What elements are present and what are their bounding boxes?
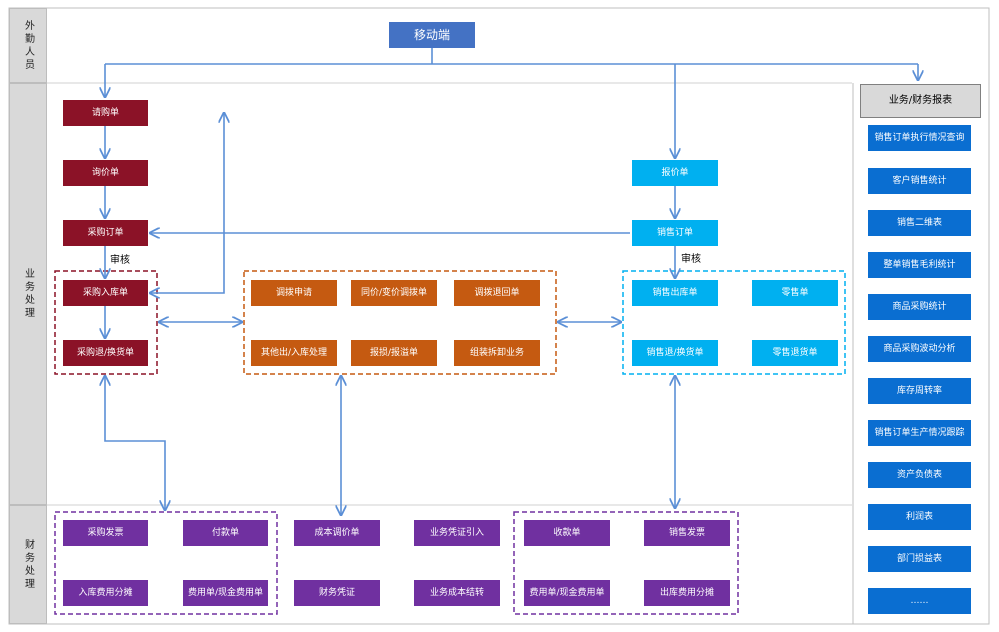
sales-outbound-node[interactable]: 销售出库单 [632, 280, 718, 306]
expense-purchase-node[interactable]: 费用单/现金费用单 [183, 580, 268, 606]
report-item[interactable]: 部门损益表 [868, 546, 971, 572]
reports-header: 业务/财务报表 [860, 84, 981, 118]
payment-node[interactable]: 付款单 [183, 520, 268, 546]
report-item[interactable]: 销售二维表 [868, 210, 971, 236]
report-item[interactable]: 客户销售统计 [868, 168, 971, 194]
report-item[interactable]: 库存周转率 [868, 378, 971, 404]
purchase-invoice-node[interactable]: 采购发票 [63, 520, 148, 546]
report-item[interactable]: 商品采购统计 [868, 294, 971, 320]
transfer-back-node[interactable]: 调拨退回单 [454, 280, 540, 306]
outbound-cost-alloc-node[interactable]: 出库费用分摊 [644, 580, 730, 606]
finance-sales-frame [513, 511, 739, 615]
lane-finance-label: 财务处理 [22, 538, 34, 591]
price-transfer-node[interactable]: 同价/变价调拨单 [351, 280, 437, 306]
sales-review-label: 审核 [681, 254, 701, 265]
purchase-order-node[interactable]: 采购订单 [63, 220, 148, 246]
expense-sales-node[interactable]: 费用单/现金费用单 [524, 580, 610, 606]
sales-invoice-node[interactable]: 销售发票 [644, 520, 730, 546]
report-item[interactable]: 资产负债表 [868, 462, 971, 488]
other-io-node[interactable]: 其他出/入库处理 [251, 340, 337, 366]
inquiry-node[interactable]: 询价单 [63, 160, 148, 186]
loss-overflow-node[interactable]: 报损/报溢单 [351, 340, 437, 366]
assembly-node[interactable]: 组装拆卸业务 [454, 340, 540, 366]
report-item[interactable]: 销售订单生产情况跟踪 [868, 420, 971, 446]
lane-field-staff-label: 外勤人员 [22, 19, 34, 72]
transfer-apply-node[interactable]: 调拨申请 [251, 280, 337, 306]
purchase-review-label: 审核 [110, 255, 130, 266]
cost-adjust-node[interactable]: 成本调价单 [294, 520, 380, 546]
report-item[interactable]: …… [868, 588, 971, 614]
report-item[interactable]: 销售订单执行情况查询 [868, 125, 971, 151]
finance-purchase-frame [54, 511, 278, 615]
purchase-inbound-node[interactable]: 采购入库单 [63, 280, 148, 306]
sales-order-node[interactable]: 销售订单 [632, 220, 718, 246]
sales-return-node[interactable]: 销售退/换货单 [632, 340, 718, 366]
sales-group-frame [622, 270, 846, 375]
mobile-node[interactable]: 移动端 [389, 22, 475, 48]
retail-return-node[interactable]: 零售退货单 [752, 340, 838, 366]
lane-business: 业务处理 [9, 83, 47, 505]
transfer-group-frame [243, 270, 557, 375]
requisition-node[interactable]: 请购单 [63, 100, 148, 126]
connector-requisition-inbound-loop [150, 113, 224, 293]
lane-business-label: 业务处理 [22, 268, 34, 320]
voucher-import-node[interactable]: 业务凭证引入 [414, 520, 500, 546]
voucher-node[interactable]: 财务凭证 [294, 580, 380, 606]
arrow-purchase-finance [105, 376, 165, 510]
inbound-cost-alloc-node[interactable]: 入库费用分摊 [63, 580, 148, 606]
lane-field-staff: 外勤人员 [9, 8, 47, 83]
retail-node[interactable]: 零售单 [752, 280, 838, 306]
report-item[interactable]: 整单销售毛利统计 [868, 252, 971, 278]
purchase-return-node[interactable]: 采购退/换货单 [63, 340, 148, 366]
receipt-node[interactable]: 收款单 [524, 520, 610, 546]
lane-finance: 财务处理 [9, 505, 47, 624]
report-item[interactable]: 利润表 [868, 504, 971, 530]
business-cost-close-node[interactable]: 业务成本结转 [414, 580, 500, 606]
report-item[interactable]: 商品采购波动分析 [868, 336, 971, 362]
quote-node[interactable]: 报价单 [632, 160, 718, 186]
